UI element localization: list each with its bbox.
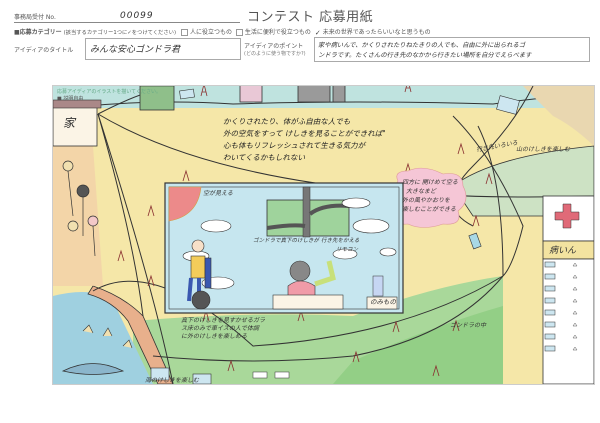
illustration-canvas: 応募アイディアのイラストを描いてください。 ■ 説明自由 家 かくりされたり、体… (52, 85, 595, 385)
main-caption: かくりされたり、体がふ自由な人でも 外の空気をすって けしきを見ることができれば… (223, 116, 386, 164)
category-instruction: (該当するカテゴリー1つに✓をつけてください) (63, 30, 177, 36)
floor-caption-line-2: ス床のみで車イスの人で体調 (181, 325, 259, 332)
office-no-underline (14, 22, 240, 23)
house-label: 家 (63, 116, 76, 130)
category-option-1-checkbox[interactable] (180, 29, 188, 36)
category-option-3-label: 未来の世界であったらいいなと思うもの (322, 29, 431, 36)
category-option-2-label: 生活に便利で役立つもの (244, 29, 311, 36)
main-caption-line-4: わいてくるかもしれない (223, 153, 305, 162)
illustration-svg (53, 86, 594, 384)
window-caption-below: ゴンドラで真下のけしきが (253, 238, 320, 244)
side-note: 四方に 開けめて空る 大きなまど 外の風やかおりを 楽しむことができる (402, 178, 458, 214)
illustration-instruction: 応募アイディアのイラストを描いてください。 (57, 89, 162, 95)
office-no-value: 00099 (120, 11, 154, 21)
side-note-line-4: 楽しむことができる (402, 206, 456, 213)
idea-point-sublabel: (どのように使う物ですか?) (244, 51, 306, 57)
window-caption-sky: 空が見える (203, 190, 233, 197)
idea-title-value: みんな安心ゴンドラ君 (90, 45, 181, 55)
side-note-line-1: 四方に 開けめて空る (402, 179, 458, 186)
drinks-label: のみもの (370, 298, 396, 306)
gondola-inside-label: ゴンドラの中 (450, 322, 487, 329)
category-row: ■応募カテゴリー (該当するカテゴリー1つに✓をつけてください) 人に役立つもの… (14, 27, 431, 37)
idea-title-field[interactable]: みんな安心ゴンドラ君 (85, 38, 241, 60)
idea-point-label: アイディアのポイント (244, 43, 304, 50)
category-label: ■応募カテゴリー (14, 29, 62, 36)
floor-caption-line-1: 真下のけしきを見すかせるガラ (181, 317, 266, 324)
idea-point-line-2: ンドラです。たくさんの行き先のなかから行きたい場所を自分でえらべます (318, 52, 532, 59)
side-note-line-3: 外の風やかおりを (402, 197, 451, 204)
idea-point-line-1: 家や病いんで、かくりされたりねたきりの人でも、自由に外に出られるゴ (318, 42, 526, 49)
idea-title-label: アイディアのタイトル (14, 47, 74, 54)
window-caption-remote: 行き先をかえる (321, 238, 360, 244)
category-option-2-checkbox[interactable] (235, 29, 243, 36)
idea-point-field[interactable]: 家や病いんで、かくりされたりねたきりの人でも、自由に外に出られるゴ ンドラです。… (314, 37, 590, 62)
hospital-label: 病いん (549, 246, 577, 256)
form-title: コンテスト 応募用紙 (247, 10, 374, 25)
floor-caption-line-3: に外のけしきを楽しめる (181, 333, 248, 340)
main-caption-line-2: 外の空気をすって けしきを見ることができれば" (223, 129, 386, 138)
main-caption-line-1: かくりされたり、体がふ自由な人でも (223, 117, 351, 126)
office-no-label: 事務局受付 No. (14, 14, 56, 21)
category-option-3-checkbox[interactable]: ✓ (314, 28, 321, 37)
side-note-line-2: 大きなまど (406, 188, 437, 195)
category-option-1-label: 人に役立つもの (189, 29, 232, 36)
mountain-label: 山のけしきを楽しむ (516, 146, 571, 153)
window-caption-remote-2: リモコン (336, 247, 359, 253)
sea-label: 海のけしきを楽しむ (145, 377, 200, 384)
floor-caption: 真下のけしきを見すかせるガラ ス床のみで車イスの人で体調 に外のけしきを楽しめる (181, 317, 265, 341)
illustration-section-label: ■ 説明自由 (57, 96, 84, 102)
main-caption-line-3: 心も体もリフレッシュされて生きる気力が (223, 141, 366, 150)
